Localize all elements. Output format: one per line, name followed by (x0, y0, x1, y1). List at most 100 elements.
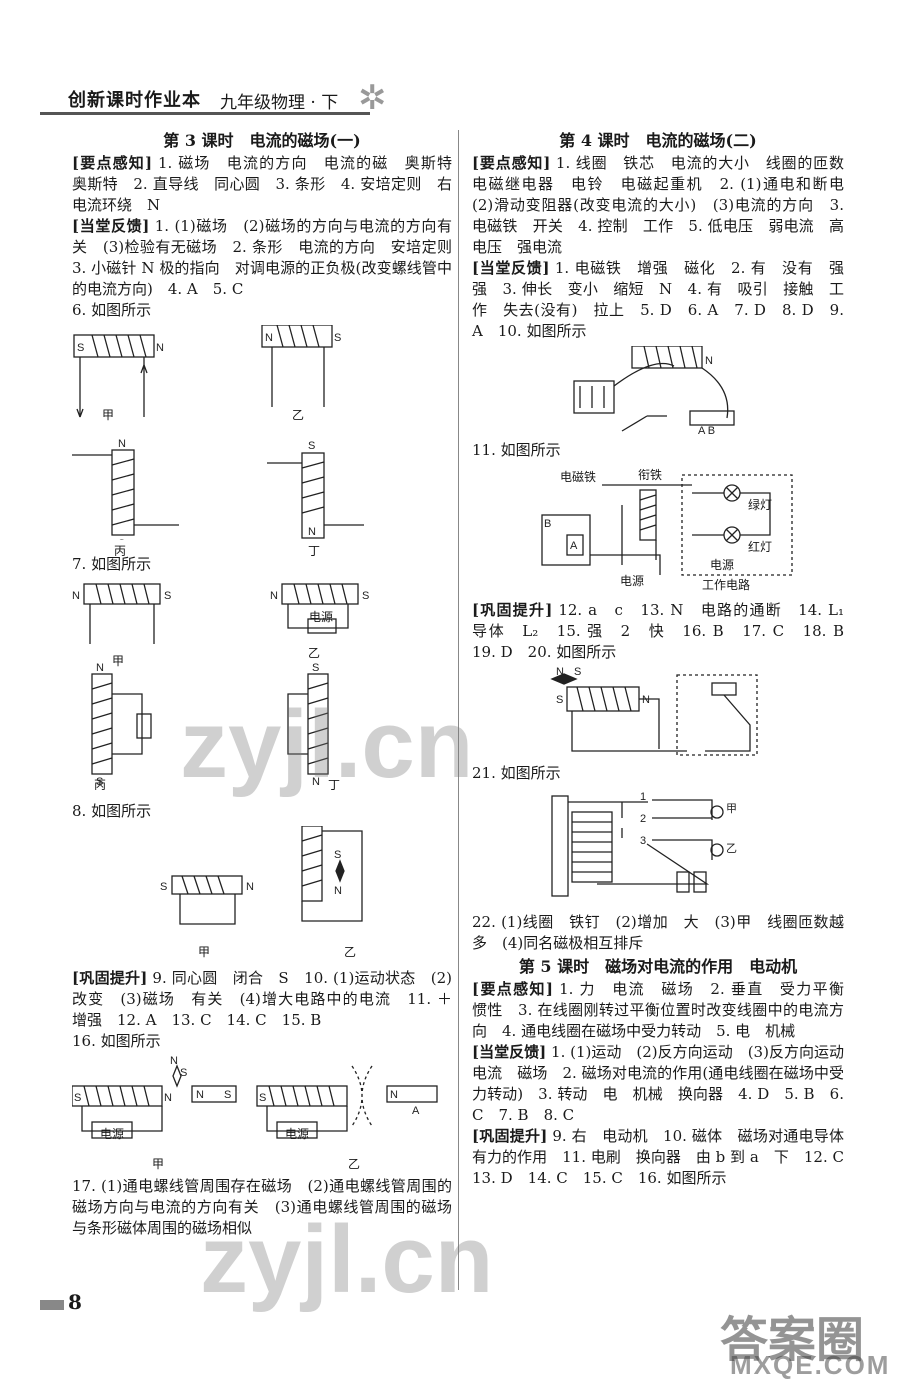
watermark: zyjl.cn (180, 691, 474, 798)
tag-key-points: [要点感知] (472, 154, 551, 172)
q6-label-d: 丁 (308, 544, 321, 558)
svg-text:N: N (156, 342, 164, 354)
lesson5-consolidation: [巩固提升] 9. 右 电动机 10. 磁体 磁场对通电导体有力的作用 11. … (472, 1126, 859, 1189)
svg-text:N: N (705, 355, 713, 367)
q22-text: 22. (1)线圈 铁钉 (2)增加 大 (3)甲 线圈匝数越多 (4)同名磁极… (472, 913, 844, 952)
key-points-text: 1. 线圈 铁芯 电流的大小 线圈的匝数 电磁继电器 电铃 电磁起重机 2. (… (472, 154, 860, 256)
tag-feedback: [当堂反馈] (472, 259, 550, 277)
site-logo: 答案圈 (720, 1314, 865, 1367)
q16-text: 16. 如图所示 (72, 1032, 161, 1050)
q16-label-b: 乙 (348, 1157, 361, 1171)
svg-text:B: B (544, 518, 551, 530)
q11-red-label: 红灯 (748, 540, 773, 554)
svg-text:S: S (312, 662, 319, 674)
svg-text:S: S (180, 1067, 187, 1079)
consolidation-text: 9. 同心圆 闭合 S 10. (1)运动状态 (2)改变 (3)磁场 有关 (… (72, 969, 468, 1029)
svg-text:S: S (164, 590, 171, 602)
svg-text:N: N (265, 332, 273, 344)
svg-text:N: N (72, 590, 80, 602)
svg-text:N: N (556, 667, 564, 678)
page-number-marker (40, 1300, 64, 1310)
tag-key-points: [要点感知] (472, 980, 553, 998)
left-column: 第 3 课时 电流的磁场(一) [要点感知] 1. 磁场 电流的方向 电流的磁 … (72, 128, 467, 1239)
feedback-text: 1. (1)磁场 (2)磁场的方向与电流的方向有关 (3)检验有无磁场 2. 条… (72, 217, 468, 298)
header-bar (40, 112, 370, 115)
q6-label-b: 乙 (292, 408, 305, 422)
svg-text:A B: A B (698, 425, 715, 436)
q7-label-d: 丁 (328, 778, 341, 792)
svg-text:S: S (74, 1092, 81, 1104)
svg-text:N: N (308, 526, 316, 538)
svg-text:N: N (390, 1089, 398, 1101)
q7-label-a: 甲 (112, 654, 125, 668)
page-number: 8 (68, 1290, 82, 1314)
tag-consolidation: [巩固提升] (72, 969, 148, 987)
section-title-lesson5: 第 5 课时 磁场对电流的作用 电动机 (518, 957, 798, 976)
svg-text:3: 3 (640, 835, 646, 847)
q16-power-b: 电源 (285, 1127, 310, 1141)
svg-text:S: S (334, 849, 341, 861)
book-subtitle: 九年级物理 · 下 (220, 93, 339, 113)
svg-text:S: S (224, 1089, 231, 1101)
svg-text:S: S (556, 694, 563, 706)
lesson5-key-points: [要点感知] 1. 力 电流 磁场 2. 垂直 受力平衡 惯性 3. 在线圈刚转… (472, 979, 859, 1042)
q8-label-b: 乙 (344, 945, 357, 959)
svg-text:S: S (77, 342, 84, 354)
key-points-text: 1. 力 电流 磁场 2. 垂直 受力平衡 惯性 3. 在线圈刚转过平衡位置时改… (472, 980, 860, 1040)
tag-feedback: [当堂反馈] (72, 217, 150, 235)
svg-text:N: N (170, 1056, 178, 1067)
q11-power-label-b: 电源 (710, 558, 735, 572)
watermark-2: zyjl.cn (200, 1206, 494, 1313)
q8-text: 8. 如图所示 (72, 802, 152, 820)
tag-feedback: [当堂反馈] (472, 1043, 547, 1061)
lesson4-key-points: [要点感知] 1. 线圈 铁芯 电流的大小 线圈的匝数 电磁继电器 电铃 电磁起… (472, 153, 859, 258)
figure-q6: SN NS NS SN 甲 乙 丙 丁 (72, 325, 452, 558)
svg-text:N: N (196, 1089, 204, 1101)
svg-text:1: 1 (640, 791, 646, 803)
svg-text:N: N (334, 885, 342, 897)
star-decoration-icon: ✲ (358, 78, 387, 118)
svg-text:甲: 甲 (726, 803, 737, 815)
q7-label-b: 乙 (308, 646, 321, 660)
book-title: 创新课时作业本 (68, 90, 201, 111)
section-title-lesson3: 第 3 课时 电流的磁场(一) (163, 131, 361, 150)
q11-armature-label: 衔铁 (638, 468, 663, 482)
svg-text:N: N (96, 662, 104, 674)
svg-text:N: N (642, 694, 650, 706)
svg-text:S: S (96, 776, 103, 788)
tag-consolidation: [巩固提升] (472, 601, 553, 619)
lesson5-feedback: [当堂反馈] 1. (1)运动 (2)反方向运动 (3)反方向运动 电流 磁场 … (472, 1042, 859, 1126)
q7-power-label: 电源 (309, 610, 334, 624)
page-header: 创新课时作业本 九年级物理 · 下 ✲ (40, 78, 420, 118)
q11-work-label: 工作电路 (702, 578, 751, 592)
svg-text:S: S (118, 538, 125, 540)
feedback-text: 1. (1)运动 (2)反方向运动 (3)反方向运动 电流 磁场 2. 磁场对电… (472, 1043, 860, 1124)
lesson3-feedback: [当堂反馈] 1. (1)磁场 (2)磁场的方向与电流的方向有关 (3)检验有无… (72, 216, 467, 300)
consolidation-text: 12. a c 13. N 电路的通断 14. L₁ 导体 L₂ 15. 强 2… (472, 601, 860, 661)
svg-text:乙: 乙 (726, 842, 737, 855)
tag-key-points: [要点感知] (72, 154, 153, 172)
lesson4-consolidation: [巩固提升] 12. a c 13. N 电路的通断 14. L₁ 导体 L₂ … (472, 600, 859, 663)
q6-label-a: 甲 (102, 408, 115, 422)
lesson3-consolidation: [巩固提升] 9. 同心圆 闭合 S 10. (1)运动状态 (2)改变 (3)… (72, 968, 467, 1031)
q11-text: 11. 如图所示 (472, 441, 561, 459)
q7-text: 7. 如图所示 (72, 555, 152, 573)
q16-label-a: 甲 (152, 1157, 165, 1171)
lesson3-key-points: [要点感知] 1. 磁场 电流的方向 电流的磁 奥斯特 奥斯特 2. 直导线 同… (72, 153, 467, 216)
q7-label-c: 丙 (94, 778, 107, 792)
svg-text:N: N (246, 881, 254, 893)
svg-text:S: S (259, 1092, 266, 1104)
lesson4-feedback: [当堂反馈] 1. 电磁铁 增强 磁化 2. 有 没有 强 强 3. 伸长 变小… (472, 258, 859, 342)
svg-text:S: S (334, 332, 341, 344)
q11-power-label: 电源 (620, 574, 645, 588)
svg-text:S: S (574, 667, 581, 678)
svg-text:N: N (164, 1092, 172, 1104)
svg-text:S: S (362, 590, 369, 602)
q16-power-a: 电源 (100, 1127, 125, 1141)
q11-green-label: 绿灯 (748, 498, 773, 512)
consolidation-text: 9. 右 电动机 10. 磁体 磁场对通电导体有力的作用 11. 电刷 换向器 … (472, 1127, 860, 1187)
